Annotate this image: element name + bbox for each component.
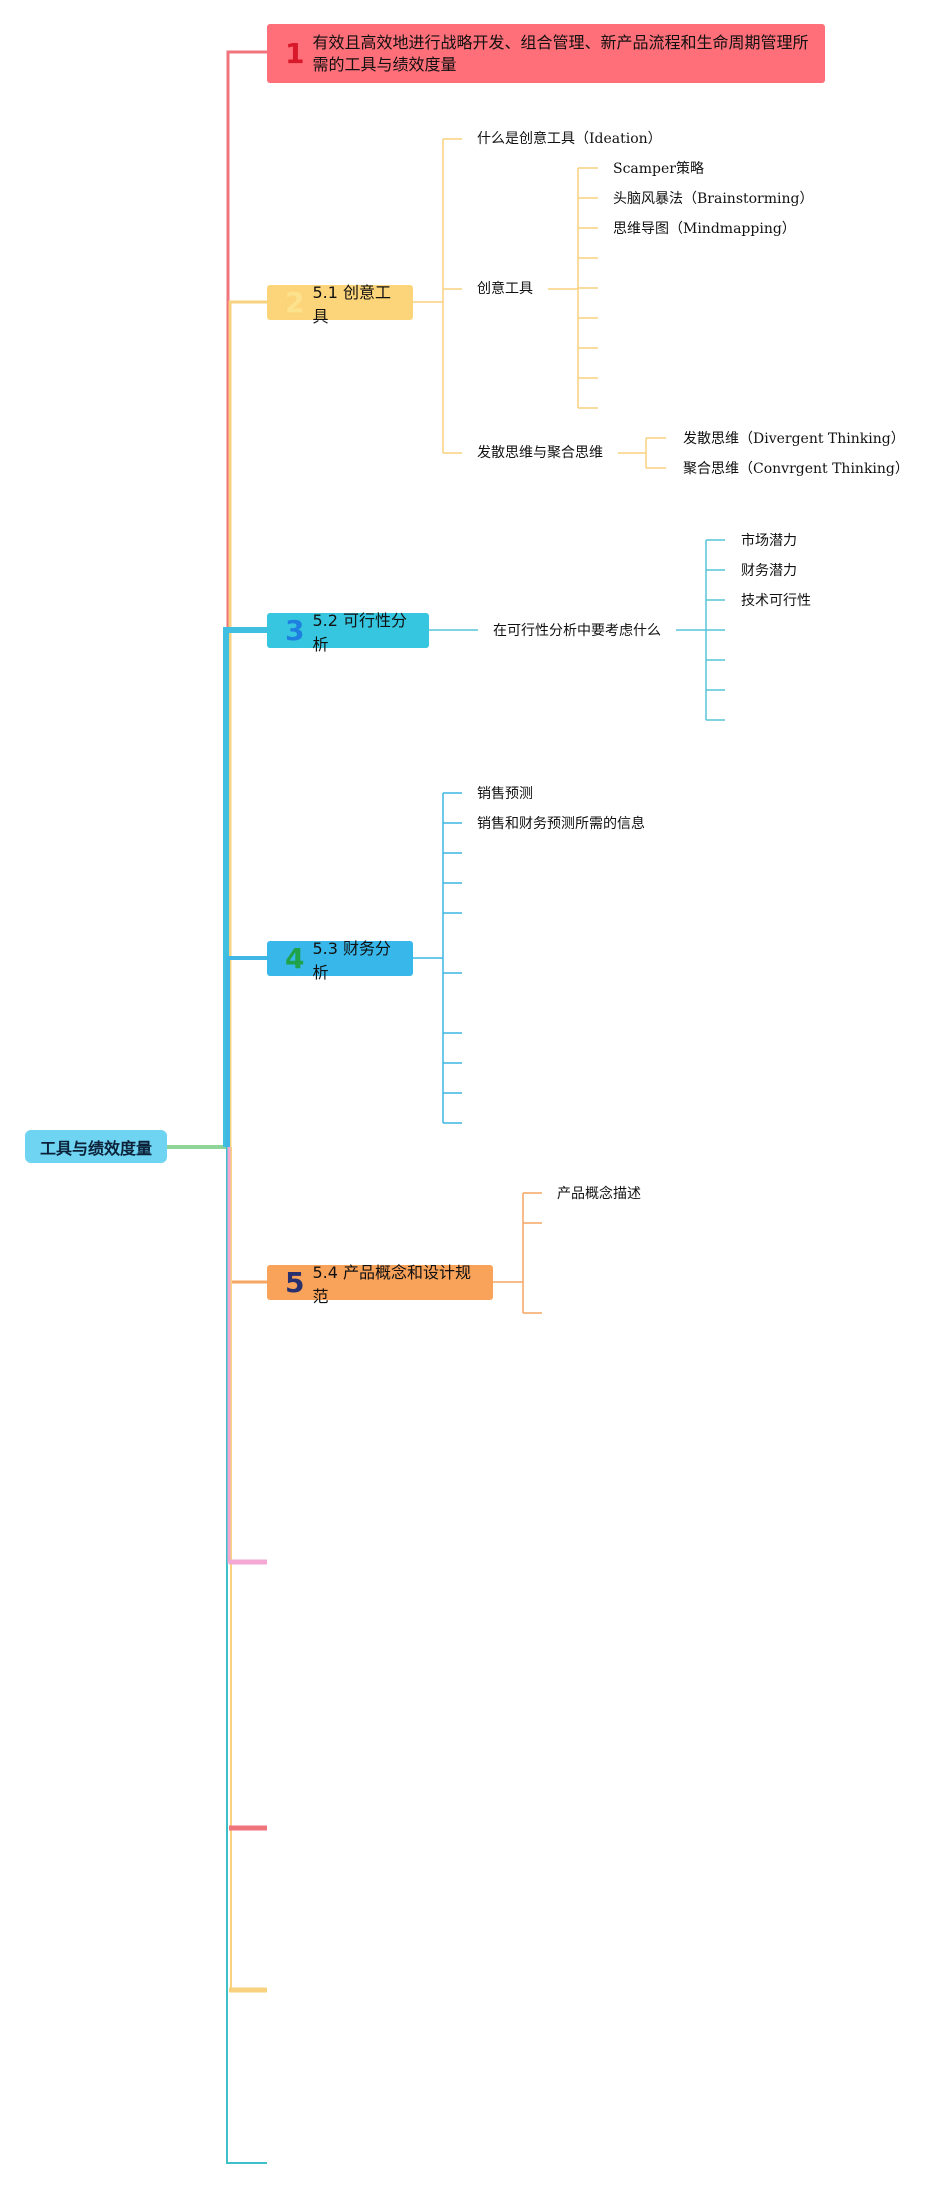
topic-convergent-thinking[interactable]: 聚合思维（Convrgent Thinking） [683,461,909,477]
branch-1-node[interactable]: 1 有效且高效地进行战略开发、组合管理、新产品流程和生命周期管理所需的工具与绩效… [267,24,825,83]
topic-product-concept-description[interactable]: 产品概念描述 [557,1186,641,1202]
branch-financial-node[interactable]: 4 5.3 财务分析 [267,939,413,982]
branch-concept-node[interactable]: 5 5.4 产品概念和设计规范 [267,1263,493,1306]
branch-2-label: 5.1 创意工具 [312,282,392,326]
topic-what-is-ideation[interactable]: 什么是创意工具（Ideation） [477,131,662,147]
number-three-icon: 3 [285,613,305,647]
branch-feasibility-node[interactable]: 3 5.2 可行性分析 [267,611,429,654]
topic-sales-forecast[interactable]: 销售预测 [477,786,533,802]
branch-3-label: 5.2 可行性分析 [312,610,408,654]
topic-market-potential[interactable]: 市场潜力 [741,533,797,549]
topic-mindmapping[interactable]: 思维导图（Mindmapping） [613,221,796,237]
topic-feasibility-consider[interactable]: 在可行性分析中要考虑什么 [493,623,661,639]
topic-forecast-info[interactable]: 销售和财务预测所需的信息 [477,816,645,832]
topic-divergent-thinking[interactable]: 发散思维（Divergent Thinking） [683,431,905,447]
topic-creative-tools[interactable]: 创意工具 [477,281,533,297]
topic-financial-potential[interactable]: 财务潜力 [741,563,797,579]
number-five-icon: 5 [285,1265,305,1299]
number-four-icon: 4 [285,941,305,975]
topic-brainstorming[interactable]: 头脑风暴法（Brainstorming） [613,191,814,207]
root-node[interactable]: 工具与绩效度量 [25,1130,167,1163]
branch-creative-tools-node[interactable]: 2 5.1 创意工具 [267,283,413,326]
branch-1-label: 有效且高效地进行战略开发、组合管理、新产品流程和生命周期管理所需的工具与绩效度量 [312,32,809,74]
topic-divergent-convergent[interactable]: 发散思维与聚合思维 [477,445,603,461]
number-two-icon: 2 [285,285,305,319]
topic-scamper[interactable]: Scamper策略 [613,161,704,177]
number-one-icon: 1 [285,36,305,70]
branch-5-label: 5.4 产品概念和设计规范 [312,1262,472,1306]
branch-4-label: 5.3 财务分析 [312,938,392,982]
topic-technical-feasibility[interactable]: 技术可行性 [741,593,811,609]
